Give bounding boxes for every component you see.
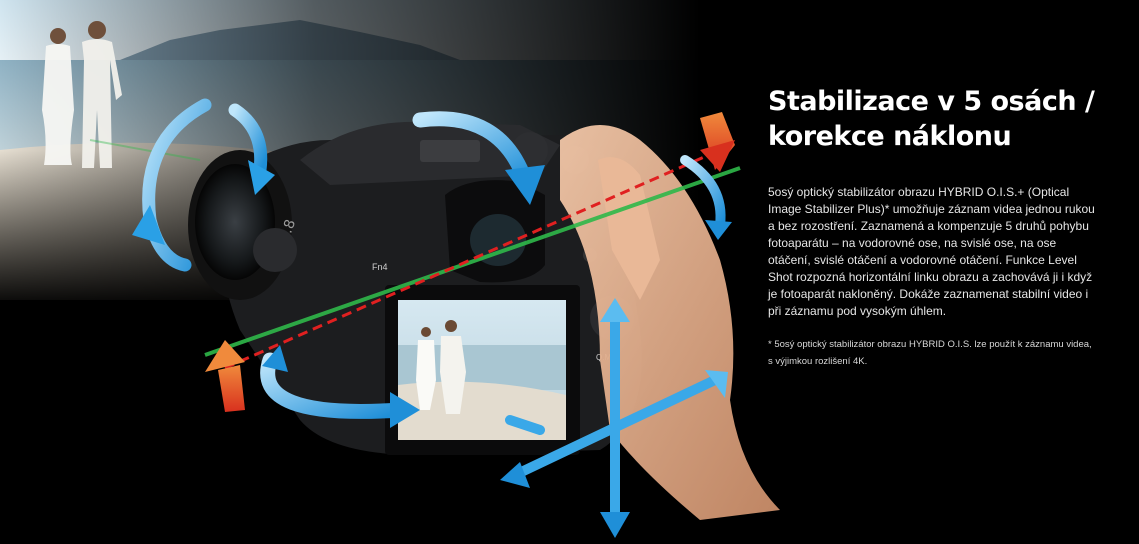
rotation-arrow-right [680,155,726,230]
headline-line-2: korekce náklonu [768,121,1012,152]
tilt-arrow-top-right [700,112,735,172]
axis-cross [505,315,720,525]
svg-text:Fn4: Fn4 [372,262,388,272]
camera: F2.8 Fn4 Q.M [188,121,642,455]
rotation-arrow-bottom [260,352,408,419]
feature-headline: Stabilizace v 5 osách / korekce náklonu [768,84,1098,154]
level-line [204,166,741,357]
tilt-arrow-bottom-left [205,340,245,412]
rotation-arrow-left [142,98,268,272]
rotation-arrow-top [412,111,533,188]
feature-text-panel: Stabilizace v 5 osách / korekce náklonu … [768,84,1098,370]
beach-couple [42,21,122,168]
headline-line-1: Stabilizace v 5 osách / [768,86,1095,117]
feature-footnote: * 5osý optický stabilizátor obrazu HYBRI… [768,339,1092,367]
feature-description: 5osý optický stabilizátor obrazu HYBRID … [768,185,1095,318]
tilt-line [224,148,721,370]
